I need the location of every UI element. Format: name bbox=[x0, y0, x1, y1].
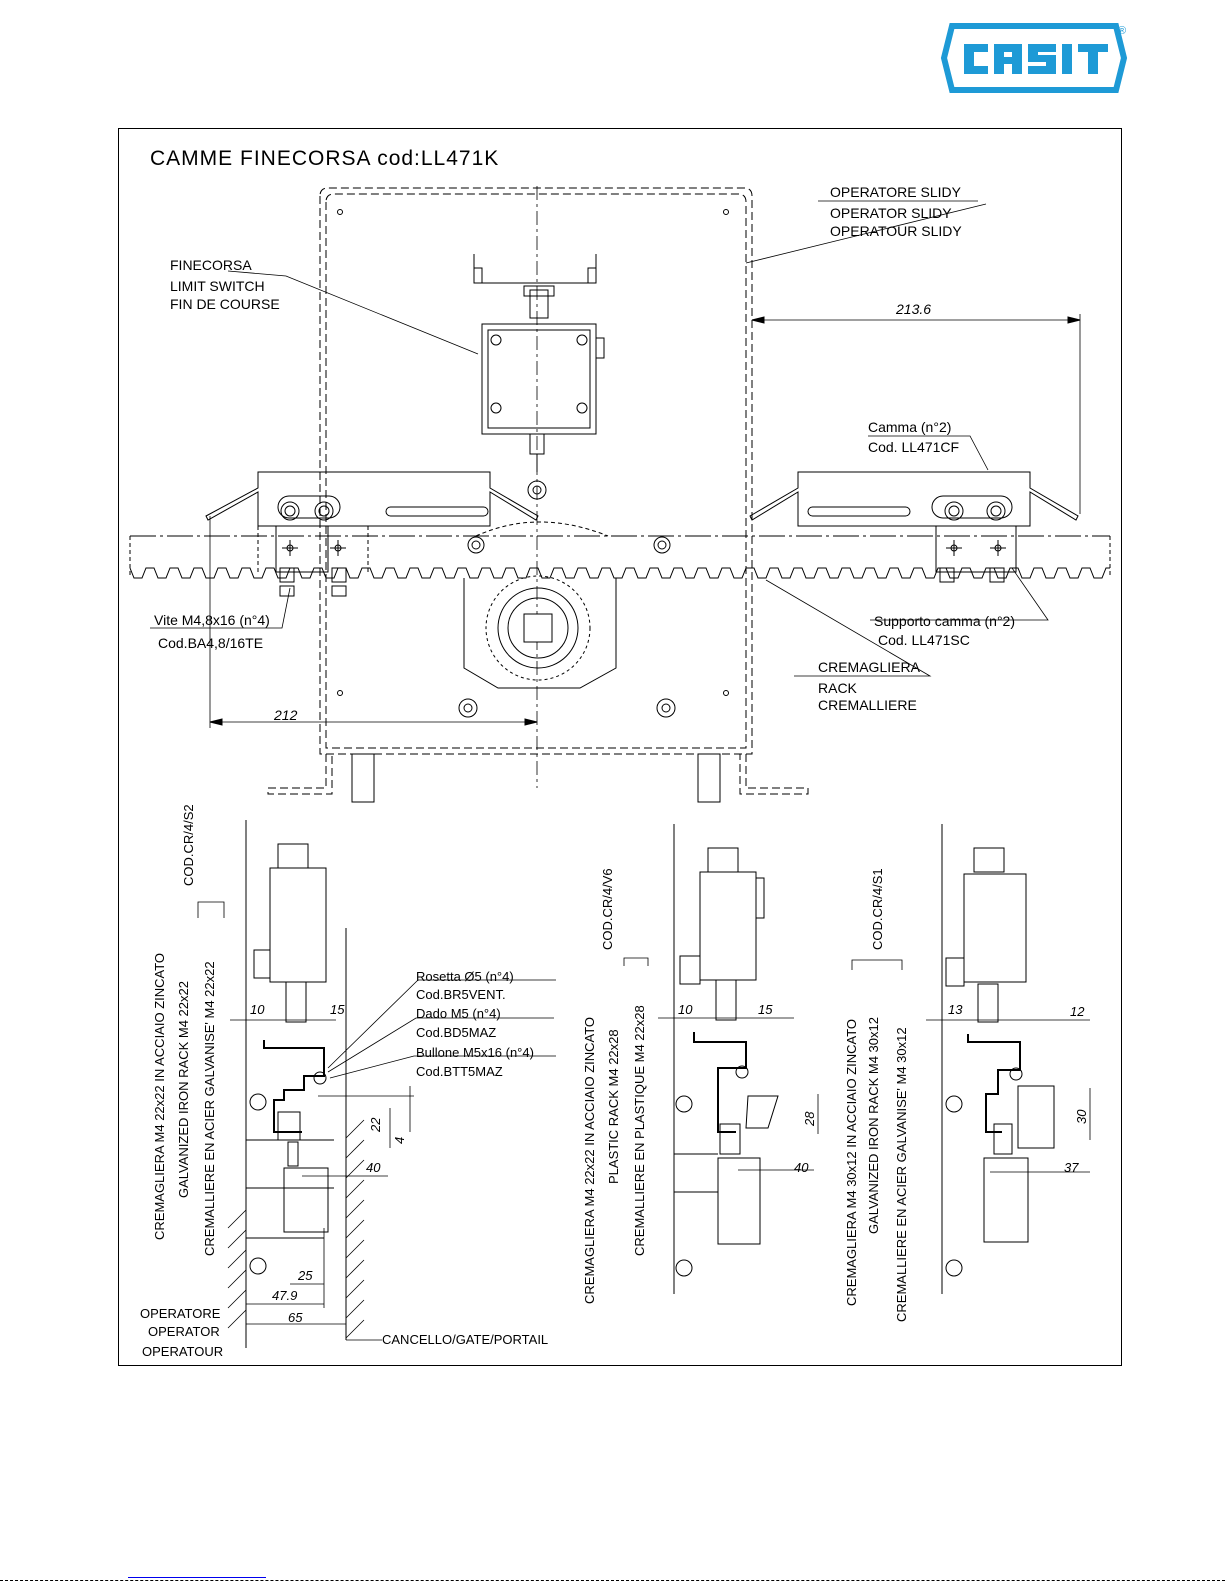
part-dado-code: Cod.BD5MAZ bbox=[416, 1025, 496, 1040]
s3-line-3: CREMALLIERE EN ACIER GALVANISE' M4 30x12 bbox=[894, 1027, 909, 1322]
technical-drawing: CAMME FINECORSA cod:LL471K bbox=[129, 147, 1111, 1359]
s2-line-1: CREMAGLIERA M4 22x22 IN ACCIAIO ZINCATO bbox=[582, 1017, 597, 1304]
label-operatour: OPERATOUR SLIDY bbox=[830, 223, 962, 239]
s2-dim-b: 15 bbox=[758, 1002, 773, 1017]
label-camma: Camma (n°2) bbox=[868, 419, 951, 435]
s1-dim-d: 4 bbox=[392, 1137, 407, 1144]
s1-dim-g: 47.9 bbox=[272, 1288, 297, 1303]
s3-dim-d: 37 bbox=[1064, 1160, 1079, 1175]
pinion bbox=[458, 521, 676, 718]
part-bullone: Bullone M5x16 (n°4) bbox=[416, 1045, 534, 1060]
limit-switch-body bbox=[473, 254, 605, 500]
label-fin-de-course: FIN DE COURSE bbox=[170, 296, 280, 312]
s1-dim-a: 10 bbox=[250, 1002, 265, 1017]
part-dado: Dado M5 (n°4) bbox=[416, 1006, 501, 1021]
label-finecorsa: FINECORSA bbox=[170, 257, 252, 273]
s3-code: COD.CR/4/S1 bbox=[870, 868, 885, 950]
label-cremalliere: CREMALLIERE bbox=[818, 697, 917, 713]
s3-dim-c: 30 bbox=[1074, 1109, 1089, 1124]
right-cam bbox=[749, 471, 1079, 583]
label-operatore: OPERATORE SLIDY bbox=[830, 184, 962, 200]
s1-operatour: OPERATOUR bbox=[142, 1344, 223, 1359]
casit-logo: ® bbox=[940, 23, 1128, 93]
part-rosetta-code: Cod.BR5VENT. bbox=[416, 987, 506, 1002]
label-vite: Vite M4,8x16 (n°4) bbox=[154, 612, 270, 628]
top-view bbox=[129, 186, 1111, 803]
footer-link-underline bbox=[128, 1577, 266, 1578]
label-supporto-camma-code: Cod. LL471SC bbox=[878, 632, 970, 648]
s2-dim-a: 10 bbox=[678, 1002, 693, 1017]
s3-dim-b: 12 bbox=[1070, 1004, 1085, 1019]
s2-line-2: PLASTIC RACK M4 22x28 bbox=[606, 1029, 621, 1184]
s1-line-3: CREMALLIERE EN ACIER GALVANISE' M4 22x22 bbox=[202, 961, 217, 1256]
label-operator: OPERATOR SLIDY bbox=[830, 205, 952, 221]
s3-dim-a: 13 bbox=[948, 1002, 963, 1017]
operator-housing bbox=[319, 187, 753, 755]
s1-dim-c: 22 bbox=[368, 1117, 383, 1133]
s1-code: COD.CR/4/S2 bbox=[181, 804, 196, 886]
section-2 bbox=[623, 824, 819, 1294]
s2-dim-d: 40 bbox=[794, 1160, 809, 1175]
drawing-title: CAMME FINECORSA cod:LL471K bbox=[150, 147, 499, 170]
s1-line-1: CREMAGLIERA M4 22x22 IN ACCIAIO ZINCATO bbox=[152, 953, 167, 1240]
left-cam bbox=[205, 471, 539, 597]
footer-dashed-line bbox=[0, 1580, 1225, 1581]
label-supporto-camma: Supporto camma (n°2) bbox=[874, 613, 1015, 629]
drawing-frame bbox=[118, 128, 1122, 1366]
s1-dim-e: 40 bbox=[366, 1160, 381, 1175]
section-3 bbox=[851, 824, 1091, 1294]
s1-line-2: GALVANIZED IRON RACK M4 22x22 bbox=[176, 981, 191, 1198]
label-vite-code: Cod.BA4,8/16TE bbox=[158, 635, 263, 651]
s1-operatore: OPERATORE bbox=[140, 1306, 221, 1321]
rack bbox=[129, 535, 1111, 579]
s3-line-1: CREMAGLIERA M4 30x12 IN ACCIAIO ZINCATO bbox=[844, 1019, 859, 1306]
registered-mark: ® bbox=[1118, 25, 1126, 37]
dim-212: 212 bbox=[273, 707, 298, 723]
s1-dim-f: 25 bbox=[297, 1268, 313, 1283]
s1-operator: OPERATOR bbox=[148, 1324, 220, 1339]
s1-gate: CANCELLO/GATE/PORTAIL bbox=[382, 1332, 548, 1347]
part-rosetta: Rosetta Ø5 (n°4) bbox=[416, 969, 514, 984]
part-bullone-code: Cod.BTT5MAZ bbox=[416, 1064, 503, 1079]
s1-dim-b: 15 bbox=[330, 1002, 345, 1017]
s3-line-2: GALVANIZED IRON RACK M4 30x12 bbox=[866, 1017, 881, 1234]
s2-line-3: CREMALLIERE EN PLASTIQUE M4 22x28 bbox=[632, 1005, 647, 1256]
label-limit-switch: LIMIT SWITCH bbox=[170, 278, 265, 294]
s1-dim-h: 65 bbox=[288, 1310, 303, 1325]
s2-code: COD.CR/4/V6 bbox=[600, 868, 615, 950]
label-camma-code: Cod. LL471CF bbox=[868, 439, 959, 455]
label-cremagliera: CREMAGLIERA bbox=[818, 659, 921, 675]
label-rack: RACK bbox=[818, 680, 858, 696]
dim-213-6: 213.6 bbox=[895, 301, 931, 317]
s2-dim-c: 28 bbox=[802, 1111, 817, 1127]
section-1 bbox=[197, 820, 556, 1348]
